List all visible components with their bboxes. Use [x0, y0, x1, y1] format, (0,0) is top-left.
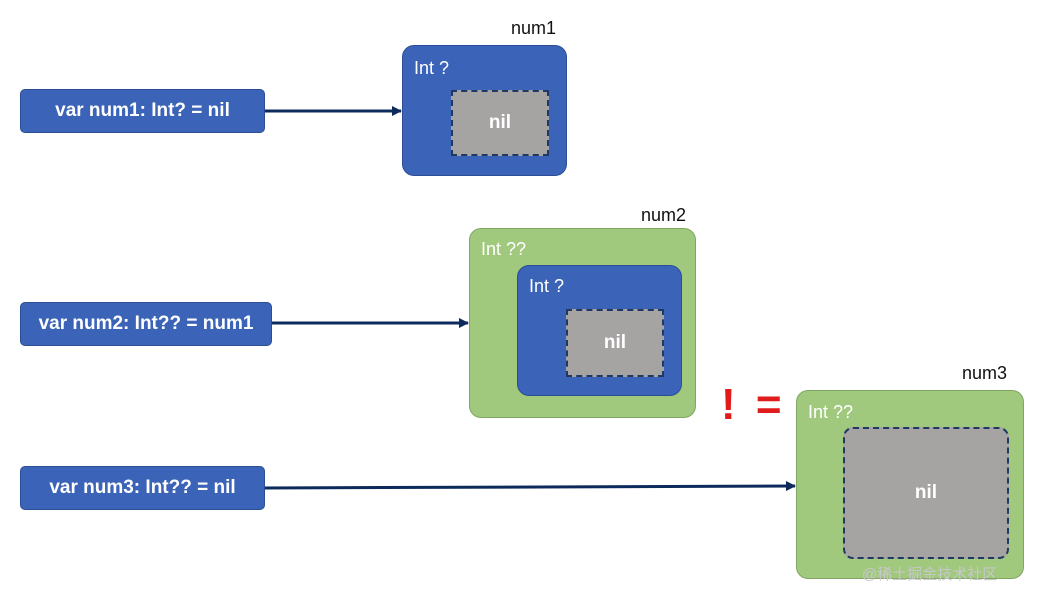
- type-label-num3: Int ??: [808, 402, 854, 422]
- declaration-num3: var num3: Int?? = nil: [20, 466, 265, 510]
- nil-value-num3: nil: [843, 427, 1009, 559]
- double-optional-box-num2: Int ?? Int ? nil: [469, 228, 696, 418]
- outer-type-label-num2: Int ??: [481, 239, 527, 259]
- not-equal-symbol: ! =: [721, 380, 786, 429]
- nil-value-num1: nil: [451, 90, 549, 156]
- nil-value-num2: nil: [566, 309, 664, 377]
- variable-label-num3: num3: [962, 363, 1008, 383]
- arrow-num3: [264, 481, 796, 492]
- declaration-num1: var num1: Int? = nil: [20, 89, 265, 133]
- double-optional-box-num3: Int ?? nil: [796, 390, 1024, 579]
- variable-label-num2: num2: [641, 205, 687, 225]
- variable-label-num1: num1: [511, 18, 557, 38]
- type-label-num1: Int ?: [414, 58, 450, 78]
- optional-box-num1: Int ? nil: [402, 45, 567, 176]
- declaration-num2: var num2: Int?? = num1: [20, 302, 272, 346]
- inner-type-label-num2: Int ?: [529, 276, 565, 296]
- optional-box-num2: Int ? nil: [517, 265, 682, 396]
- watermark: @稀土掘金技术社区: [862, 566, 998, 583]
